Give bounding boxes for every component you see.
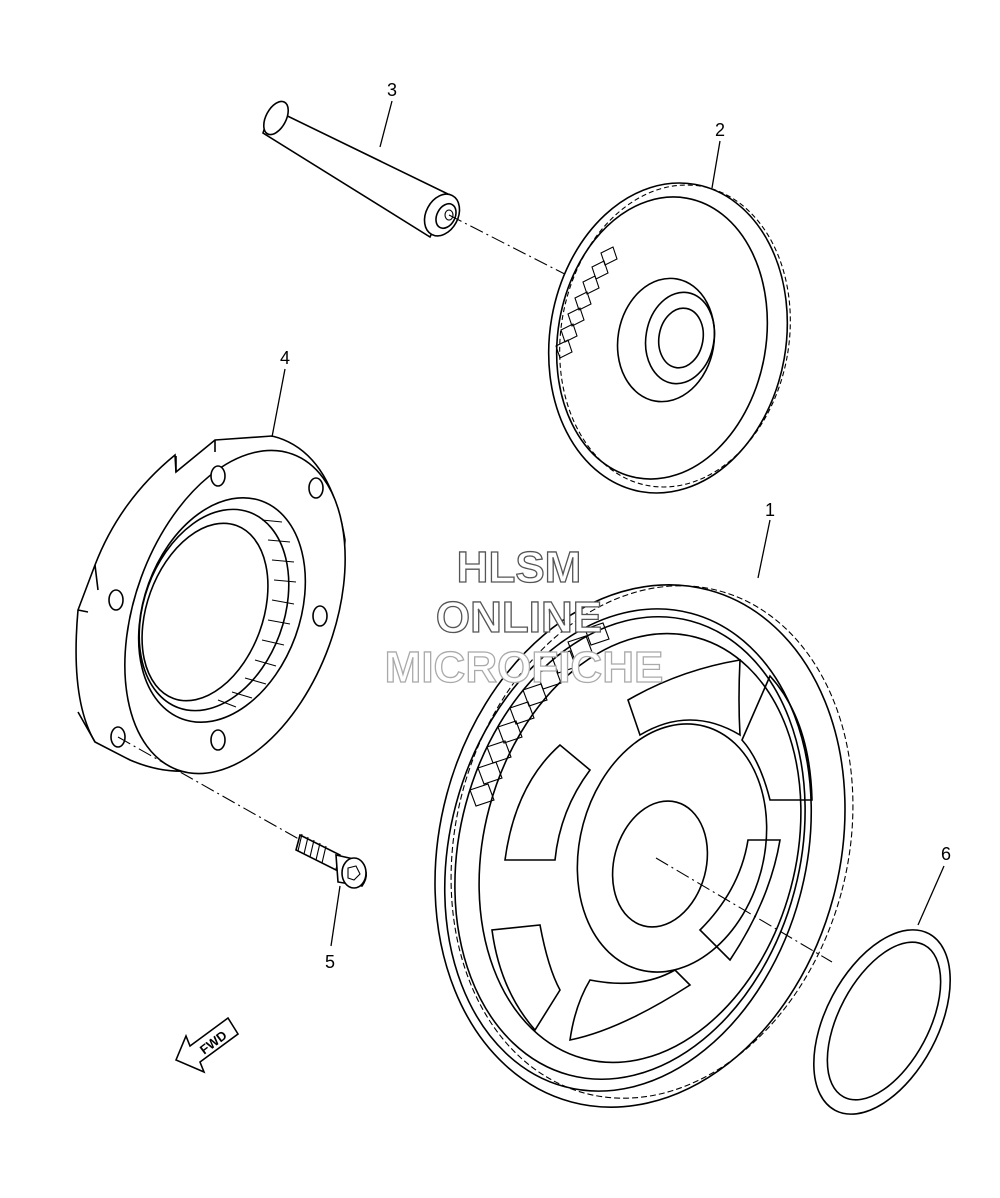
leader-6 [917,865,945,926]
watermark-line-2: ONLINE [436,593,602,642]
part-1-web-windows [491,659,813,1042]
callout-1: 1 [765,500,775,520]
fwd-arrow-icon: FWD [174,1016,240,1074]
part-1-gear-teeth [469,622,610,807]
callout-3: 3 [387,80,397,100]
callout-4: 4 [280,348,290,368]
watermark-line-3: MICROFICHE [385,643,664,692]
part-3-shaft [262,100,461,239]
part-6-washer [813,929,951,1115]
leader-5 [330,885,341,947]
leader-1 [757,519,771,579]
callout-6: 6 [941,844,951,864]
leader-3 [379,100,393,148]
leader-2 [711,140,721,189]
watermark-line-1: HLSM [457,543,582,592]
callout-5: 5 [325,952,335,972]
part-4-starter-clutch [75,435,346,775]
callout-2: 2 [715,120,725,140]
part-5-bolt [295,833,367,889]
part-2-gear-teeth [555,246,618,359]
leader-4 [271,368,286,438]
axis-line-1-6 [655,857,833,963]
part-1-starter-wheel-gear [434,584,854,1108]
part-2-idler-gear [547,182,791,494]
watermark: HLSM ONLINE MICROFICHE [384,542,664,692]
part-4-rollers [217,519,297,708]
part-4-bolt-holes [108,465,328,751]
